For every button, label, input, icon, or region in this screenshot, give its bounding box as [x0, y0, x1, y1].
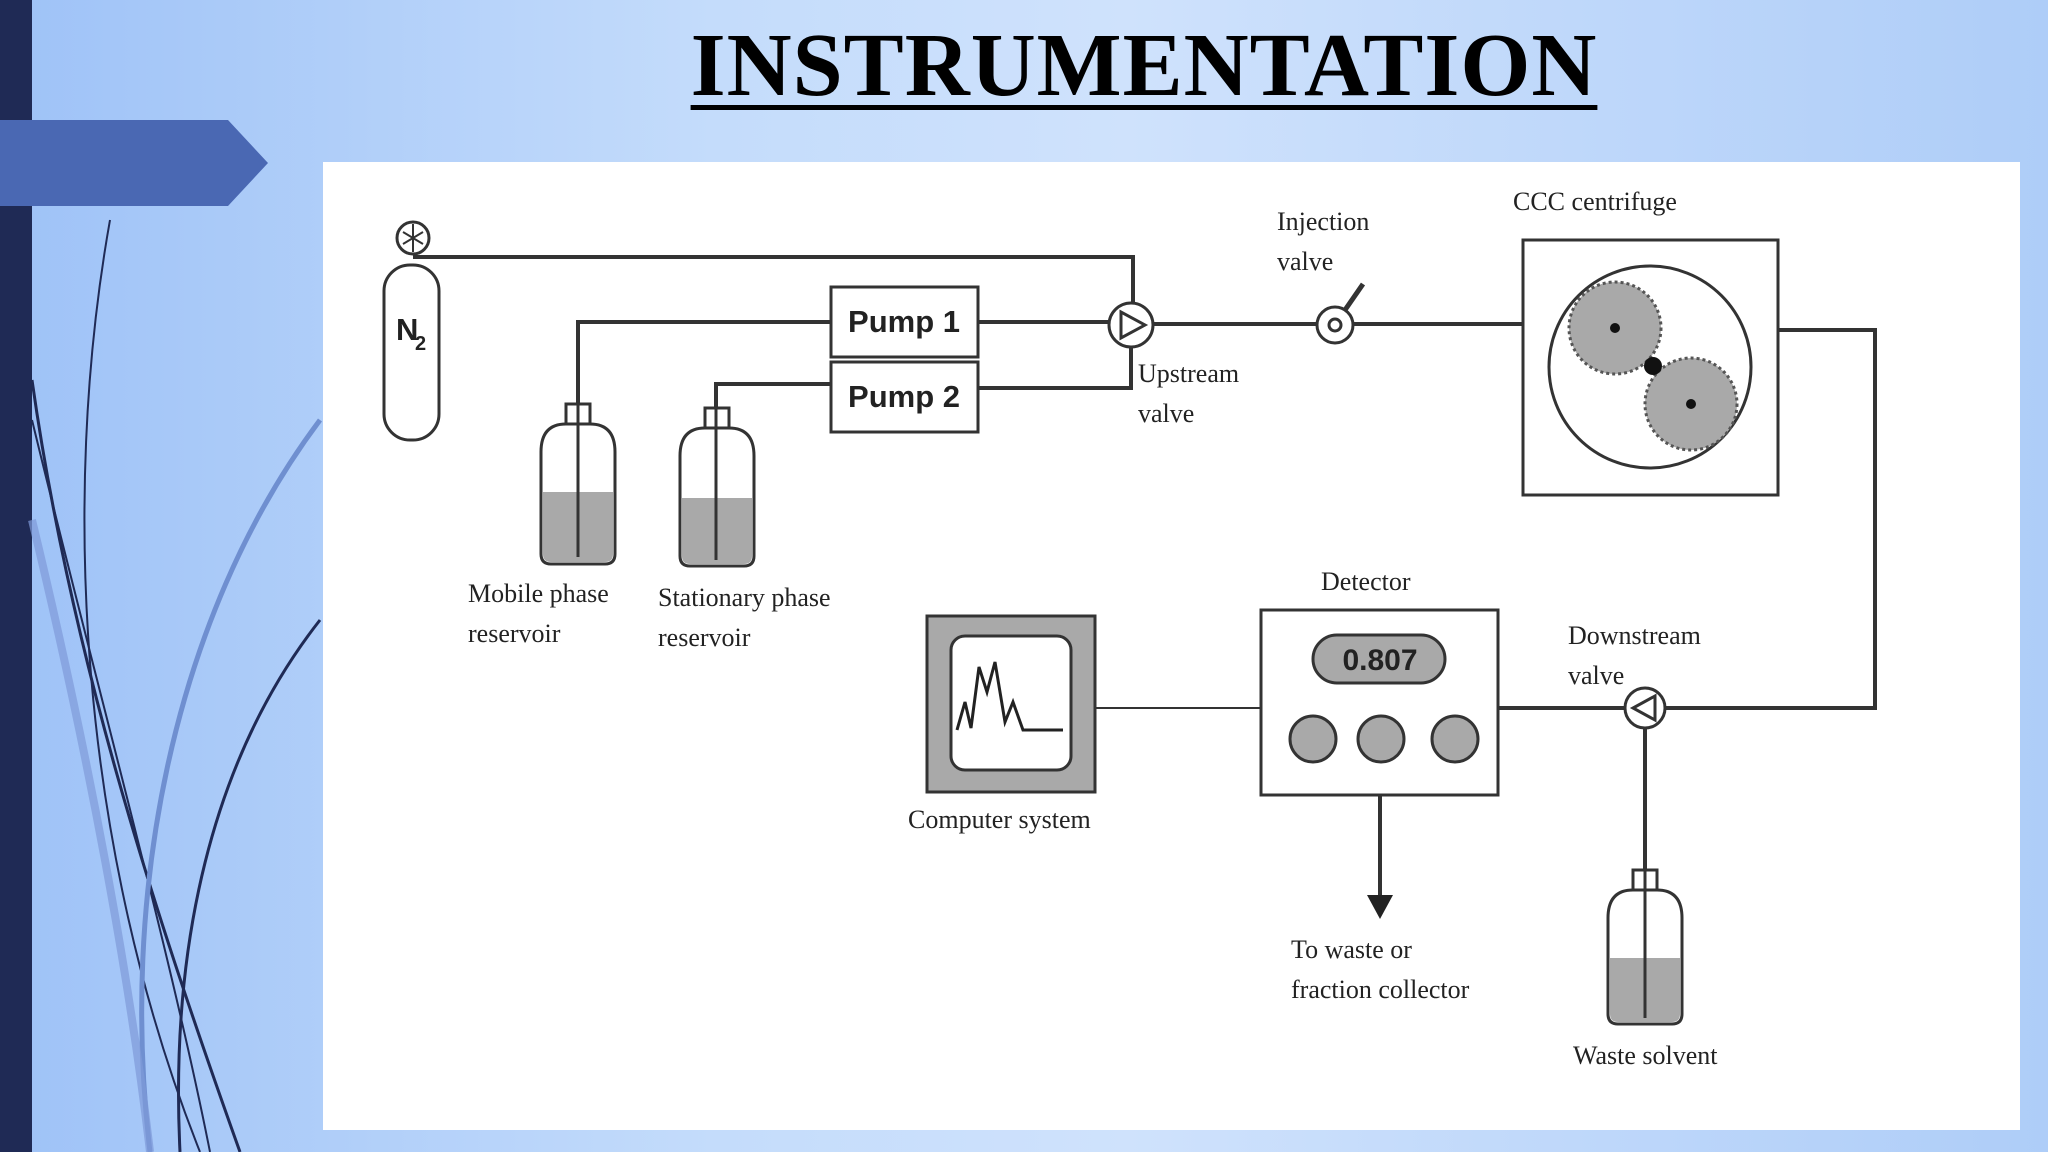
- stationary-phase-reservoir: [678, 384, 756, 568]
- upstream-valve-line1: Upstream: [1138, 359, 1239, 388]
- detector: [1259, 608, 1500, 797]
- n2-cylinder: N 2: [382, 220, 441, 442]
- computer-label: Computer system: [908, 805, 1091, 834]
- mobile-phase-reservoir: [539, 402, 617, 566]
- stationary-reservoir-line2: reservoir: [658, 623, 751, 652]
- instrumentation-diagram: N 2 Pump 1 Pump 2 Upstream valve Inje: [323, 162, 2020, 1130]
- waste-solvent-bottle: [1606, 868, 1684, 1026]
- n2-subscript: 2: [415, 333, 426, 355]
- collector-label: To waste or fraction collector: [1291, 935, 1470, 1004]
- computer-monitor: [925, 614, 1097, 794]
- n2-line: [413, 255, 1135, 310]
- downstream-valve-line2: valve: [1568, 661, 1624, 690]
- detector-label: Detector: [1321, 567, 1411, 596]
- pump-2: Pump 2: [829, 360, 980, 434]
- injection-valve-line1: Injection: [1277, 207, 1369, 236]
- downstream-valve: [1623, 686, 1667, 730]
- upstream-valve: [1107, 301, 1155, 349]
- ccc-centrifuge: [1521, 238, 1780, 497]
- collector-line2: fraction collector: [1291, 975, 1470, 1004]
- down-arrow-icon: [1367, 895, 1393, 919]
- arrow-tab: [0, 120, 268, 206]
- downstream-valve-line1: Downstream: [1568, 621, 1701, 650]
- pump-1: Pump 1: [829, 285, 980, 359]
- upstream-valve-line2: valve: [1138, 399, 1194, 428]
- mobile-reservoir-line1: Mobile phase: [468, 579, 609, 608]
- stationary-reservoir-label: Stationary phase reservoir: [658, 583, 837, 652]
- upstream-valve-label: Upstream valve: [1138, 359, 1246, 428]
- downstream-valve-label: Downstream valve: [1568, 621, 1707, 690]
- injection-valve-line2: valve: [1277, 247, 1333, 276]
- pump-1-label: Pump 1: [848, 304, 960, 339]
- stationary-reservoir-line1: Stationary phase: [658, 583, 831, 612]
- collector-line1: To waste or: [1291, 935, 1412, 964]
- injection-valve-label: Injection valve: [1277, 207, 1376, 276]
- waste-label: Waste solvent: [1573, 1041, 1718, 1070]
- n2-label: N: [396, 312, 418, 347]
- decorative-swooshes: [28, 219, 323, 1152]
- slide-title: INSTRUMENTATION: [690, 16, 1598, 115]
- detector-readout: 0.807: [1342, 644, 1417, 677]
- centrifuge-label: CCC centrifuge: [1513, 187, 1677, 216]
- mobile-reservoir-label: Mobile phase reservoir: [468, 579, 615, 648]
- mobile-reservoir-line2: reservoir: [468, 619, 561, 648]
- pump-2-label: Pump 2: [848, 379, 960, 414]
- injection-valve: [1315, 282, 1366, 345]
